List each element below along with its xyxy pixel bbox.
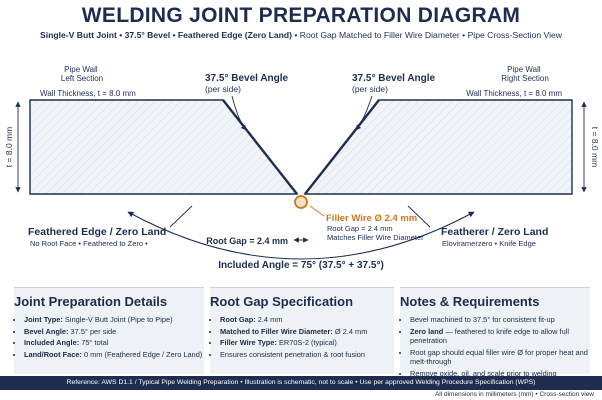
- root-gap-label: Root Gap = 2.4 mm: [206, 236, 288, 246]
- list-item: Remove oxide, oil, and scale prior to we…: [410, 369, 590, 379]
- right-edge-title: Featherer / Zero Land: [441, 226, 548, 238]
- left-wall-thickness: Wall Thickness, t = 8.0 mm: [40, 89, 136, 98]
- page-subtitle: Single-V Butt Joint • 37.5° Bevel • Feat…: [0, 30, 602, 40]
- list-item: Bevel Angle: 37.5° per side: [24, 327, 204, 337]
- list-item: Root gap should equal filler wire Ø for …: [410, 348, 590, 367]
- notes-panel-title: Notes & Requirements: [400, 294, 540, 309]
- included-angle-label: Included Angle = 75° (37.5° + 37.5°): [218, 260, 384, 271]
- right-edge-sub: Eloviramerzero • Knife Edge: [442, 239, 536, 248]
- right-bevel-label: 37.5° Bevel Angle (per side): [352, 68, 440, 94]
- list-item: Zero land — feathered to knife edge to a…: [410, 327, 590, 346]
- left-edge-sub: No Root Face • Feathered to Zero •: [30, 239, 148, 248]
- filler-wire-icon: [294, 195, 308, 209]
- gap-panel-title: Root Gap Specification: [210, 294, 354, 309]
- right-thickness-dim: t = 8.0 mm: [590, 127, 600, 167]
- left-bevel-label: 37.5° Bevel Angle (per side): [205, 68, 293, 94]
- reference-footer: Reference: AWS D1.1 / Typical Pipe Weldi…: [0, 376, 602, 390]
- left-pipe-wall: [29, 99, 299, 195]
- right-pipe-wall: [303, 99, 573, 195]
- root-gap-panel: Root Gap Specification Root Gap: 2.4 mm …: [210, 287, 394, 374]
- list-item: Land/Root Face: 0 mm (Feathered Edge / Z…: [24, 350, 204, 360]
- list-item: Matched to Filler Wire Diameter: Ø 2.4 m…: [220, 327, 394, 337]
- list-item: Filler Wire Type: ER70S-2 (typical): [220, 338, 394, 348]
- subtitle-emphasis: Single-V Butt Joint • 37.5° Bevel • Feat…: [39, 30, 293, 40]
- subtitle-rest: • Root Gap Matched to Filler Wire Diamet…: [292, 30, 562, 40]
- right-pipe-label: Pipe Wall Right Section: [501, 65, 549, 83]
- notes-panel: Notes & Requirements Bevel machined to 3…: [400, 287, 590, 378]
- included-angle-arc: [127, 211, 475, 260]
- left-bevel-face: [222, 99, 298, 195]
- left-pipe-label: Pipe Wall Left Section: [61, 65, 103, 83]
- left-edge-title: Feathered Edge / Zero Land: [28, 226, 166, 238]
- left-thickness-dim: t = 8.0 mm: [4, 127, 14, 167]
- joint-details-list: Joint Type: Single-V Butt Joint (Pipe to…: [14, 315, 204, 359]
- right-wall-thickness: Wall Thickness, t = 8.0 mm: [466, 89, 562, 98]
- joint-panel-title: Joint Preparation Details: [14, 294, 168, 309]
- weld-joint-diagram: t = 8.0 mm t = 8.0 mm Pipe Wall Left Sec…: [4, 65, 600, 271]
- units-footnote: All dimensions in millimeters (mm) • Cro…: [434, 391, 594, 398]
- list-item: Root Gap: 2.4 mm: [220, 315, 394, 325]
- page-title: WELDING JOINT PREPARATION DIAGRAM: [81, 4, 521, 27]
- notes-list: Bevel machined to 37.5° for consistent f…: [400, 315, 590, 378]
- gap-details-list: Root Gap: 2.4 mm Matched to Filler Wire …: [210, 315, 394, 359]
- list-item: Included Angle: 75° total: [24, 338, 204, 348]
- filler-wire-title: Filler Wire Ø 2.4 mm: [326, 213, 417, 224]
- list-item: Joint Type: Single-V Butt Joint (Pipe to…: [24, 315, 204, 325]
- filler-wire-sub: Root Gap = 2.4 mm Matches Filler Wire Di…: [327, 224, 424, 242]
- list-item: Ensures consistent penetration & root fu…: [220, 350, 394, 360]
- joint-preparation-panel: Joint Preparation Details Joint Type: Si…: [14, 287, 204, 374]
- list-item: Bevel machined to 37.5° for consistent f…: [410, 315, 590, 325]
- right-bevel-face: [304, 99, 380, 195]
